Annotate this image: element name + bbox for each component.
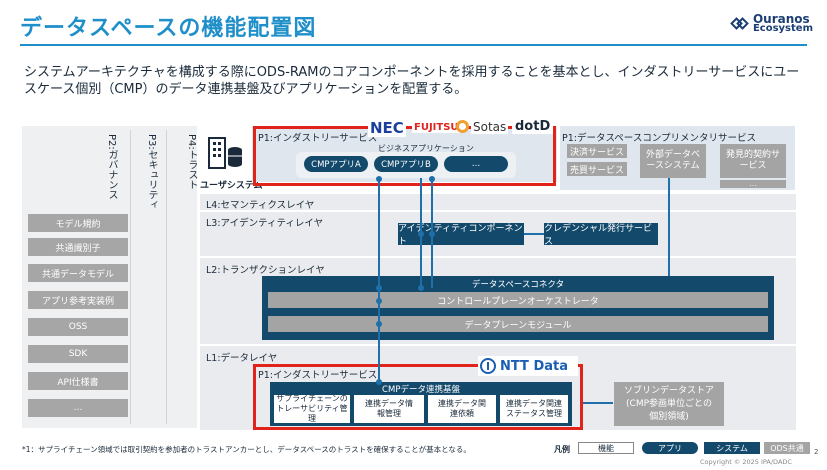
- sovereign-link: [583, 402, 613, 404]
- control-plane-orchestrator: コントロールプレーンオーケストレータ: [268, 292, 768, 308]
- legend-ods-common: ODS共通: [764, 442, 810, 454]
- sotas-logo-icon: [456, 120, 469, 133]
- logo-line1: Ouranos: [752, 12, 810, 26]
- cmp-platform-label: CMPデータ連携基盤: [382, 385, 460, 395]
- connector-line: [668, 178, 670, 276]
- layer-l2-label: L2:トランザクションレイヤ: [206, 265, 325, 276]
- module-status: 連携データ関連ステータス管理: [500, 395, 568, 423]
- data-plane-module: データプレーンモジュール: [268, 316, 768, 332]
- connector-dot: [376, 321, 382, 327]
- brand-dotd: dotD: [512, 119, 554, 134]
- module-data-request: 連携データ関連依頼: [428, 395, 496, 423]
- sidebar-item-sdk: SDK: [28, 345, 128, 363]
- service-more: …: [720, 180, 786, 188]
- sidebar-vertical-security: P3:セキュリティ: [146, 134, 157, 210]
- dataspace-connector-label: データスペースコネクタ: [471, 280, 565, 290]
- layer-l4: [200, 194, 796, 210]
- sidebar-divider: [166, 130, 167, 424]
- sidebar-item-datamodel: 共通データモデル: [28, 264, 128, 282]
- nttdata-logo: NTT Data: [478, 356, 578, 376]
- app-more: …: [444, 156, 508, 172]
- connector-dot: [429, 231, 435, 237]
- connector-dot: [376, 379, 382, 385]
- brand-fujitsu: FUJITSU: [412, 122, 461, 133]
- business-apps-label: ビジネスアプリケーション: [378, 144, 474, 153]
- connector-dot: [376, 285, 382, 291]
- sovereign-datastore: ソブリンデータストア(CMP参画単位ごとの個別領域): [614, 382, 724, 426]
- footnote: *1：サプライチェーン領域では取引契約を参加者のトラストアンカーとし、データスペ…: [22, 445, 471, 454]
- layer-l3-label: L3:アイデンティティレイヤ: [206, 218, 324, 229]
- identity-component: アイデンティティコンポーネント: [398, 223, 524, 247]
- sidebar-vertical-governance: P2:ガバナンス: [106, 134, 117, 200]
- connector-line: [378, 178, 380, 382]
- industry-service-label: P1:インダストリーサービス: [258, 133, 378, 144]
- user-system-label: ユーザシステム: [200, 181, 263, 191]
- page-title: データスペースの機能配置図: [20, 16, 317, 41]
- sidebar-item-oss: OSS: [28, 318, 128, 336]
- module-traceability: サプライチェーンのトレーサビリティ管理: [274, 394, 350, 423]
- industry-service-bottom-label: P1:インダストリーサービス: [258, 370, 378, 381]
- brand-nttdata: NTT Data: [500, 358, 568, 374]
- identity-link: [524, 233, 544, 235]
- legend-label: 凡例: [554, 445, 570, 454]
- description: システムアーキテクチャを構成する際にODS-RAMのコアコンポーネントを採用する…: [24, 65, 800, 97]
- sidebar-vertical-trust: P4:トラスト: [186, 134, 197, 190]
- title-divider: [20, 44, 807, 46]
- service-payment: 決済サービス: [567, 144, 627, 158]
- layer-l1-label: L1:データレイヤ: [206, 353, 278, 364]
- service-external-db: 外部データベースシステム: [640, 144, 706, 178]
- service-contract: 発見的契約サービス: [720, 144, 786, 178]
- sidebar-item-model: モデル規約: [28, 214, 128, 232]
- ouranos-logo: Ouranos Ecosystem: [730, 12, 813, 34]
- legend-system: システム: [704, 442, 760, 454]
- copyright: Copyright © 2025 IPA/DADC: [700, 458, 792, 466]
- sidebar-item-api: API仕様書: [28, 372, 128, 390]
- brand-nec: NEC: [368, 119, 406, 137]
- app-cmp-b: CMPアプリB: [374, 156, 438, 172]
- page-number: 2: [814, 448, 819, 456]
- ouranos-logo-icon: [730, 15, 749, 33]
- sidebar-divider: [130, 130, 131, 424]
- logo-line2: Ecosystem: [752, 23, 813, 34]
- connector-dot: [429, 176, 435, 182]
- module-data-info: 連携データ情報管理: [354, 395, 424, 423]
- complementary-label: P1:データスペースコンプリメンタリサービス: [562, 133, 757, 144]
- connector-dot: [376, 298, 382, 304]
- connector-dot: [418, 285, 424, 291]
- layer-l4-label: L4:セマンティクスレイヤ: [206, 200, 315, 211]
- connector-dot: [418, 231, 424, 237]
- building-server-icon: [205, 136, 245, 176]
- app-cmp-a: CMPアプリA: [304, 156, 368, 172]
- sidebar-item-identifier: 共通識別子: [28, 238, 128, 256]
- sidebar-item-app-example: アプリ参考実装例: [28, 291, 128, 309]
- service-trade: 売買サービス: [567, 162, 627, 176]
- legend-function: 機能: [578, 442, 634, 454]
- credential-issuance-service: クレデンシャル発行サービス: [544, 223, 658, 247]
- nttdata-logo-icon: [480, 358, 496, 374]
- legend-app: アプリ: [642, 442, 698, 454]
- connector-dot: [376, 176, 382, 182]
- brand-sotas: Sotas: [471, 120, 509, 134]
- sidebar-item-more: …: [28, 399, 128, 417]
